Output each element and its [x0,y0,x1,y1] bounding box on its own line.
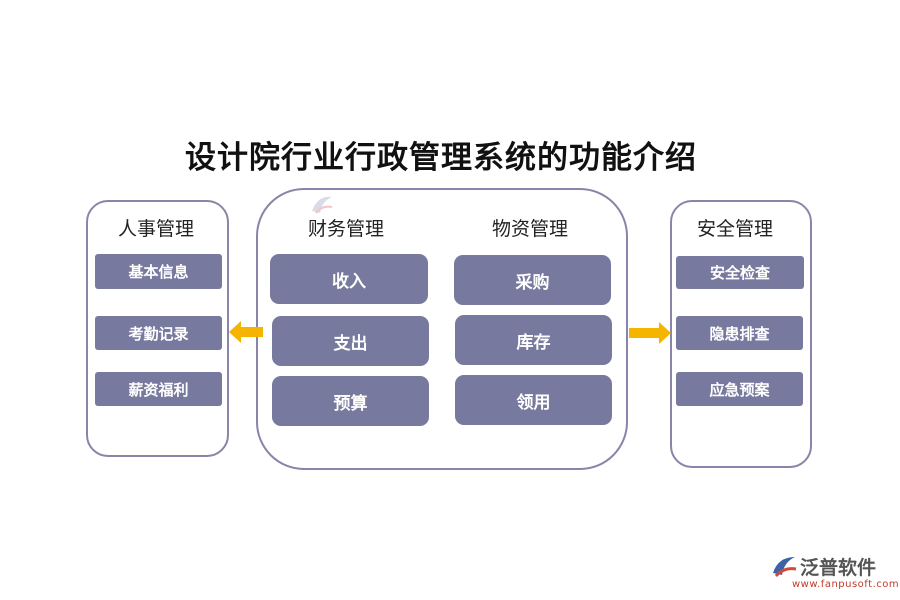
safety-item-inspection: 安全检查 [676,256,804,289]
finance-item-income: 收入 [270,254,428,304]
finance-item-budget: 预算 [272,376,429,426]
hr-heading: 人事管理 [118,218,195,240]
safety-item-hazard-check: 隐患排查 [676,316,803,350]
watermark-logo-icon [312,196,333,214]
arrow-left-icon [229,321,263,343]
finance-heading: 财务管理 [308,218,385,240]
materials-item-purchase: 采购 [454,255,611,305]
diagram-title: 设计院行业行政管理系统的功能介绍 [185,140,697,176]
materials-heading: 物资管理 [492,218,569,240]
hr-item-attendance: 考勤记录 [95,316,222,350]
materials-item-requisition: 领用 [455,375,612,425]
logo-url: www.fanpusoft.com [792,579,900,590]
finance-item-expense: 支出 [272,316,429,366]
hr-item-salary: 薪资福利 [95,372,222,406]
materials-item-inventory: 库存 [455,315,612,365]
logo-name: 泛普软件 [800,557,877,579]
hr-item-basic-info: 基本信息 [95,254,222,289]
arrow-right-icon [629,322,671,344]
safety-heading: 安全管理 [697,218,774,240]
safety-item-emergency-plan: 应急预案 [676,372,803,406]
fanpu-logo-icon [773,557,797,578]
